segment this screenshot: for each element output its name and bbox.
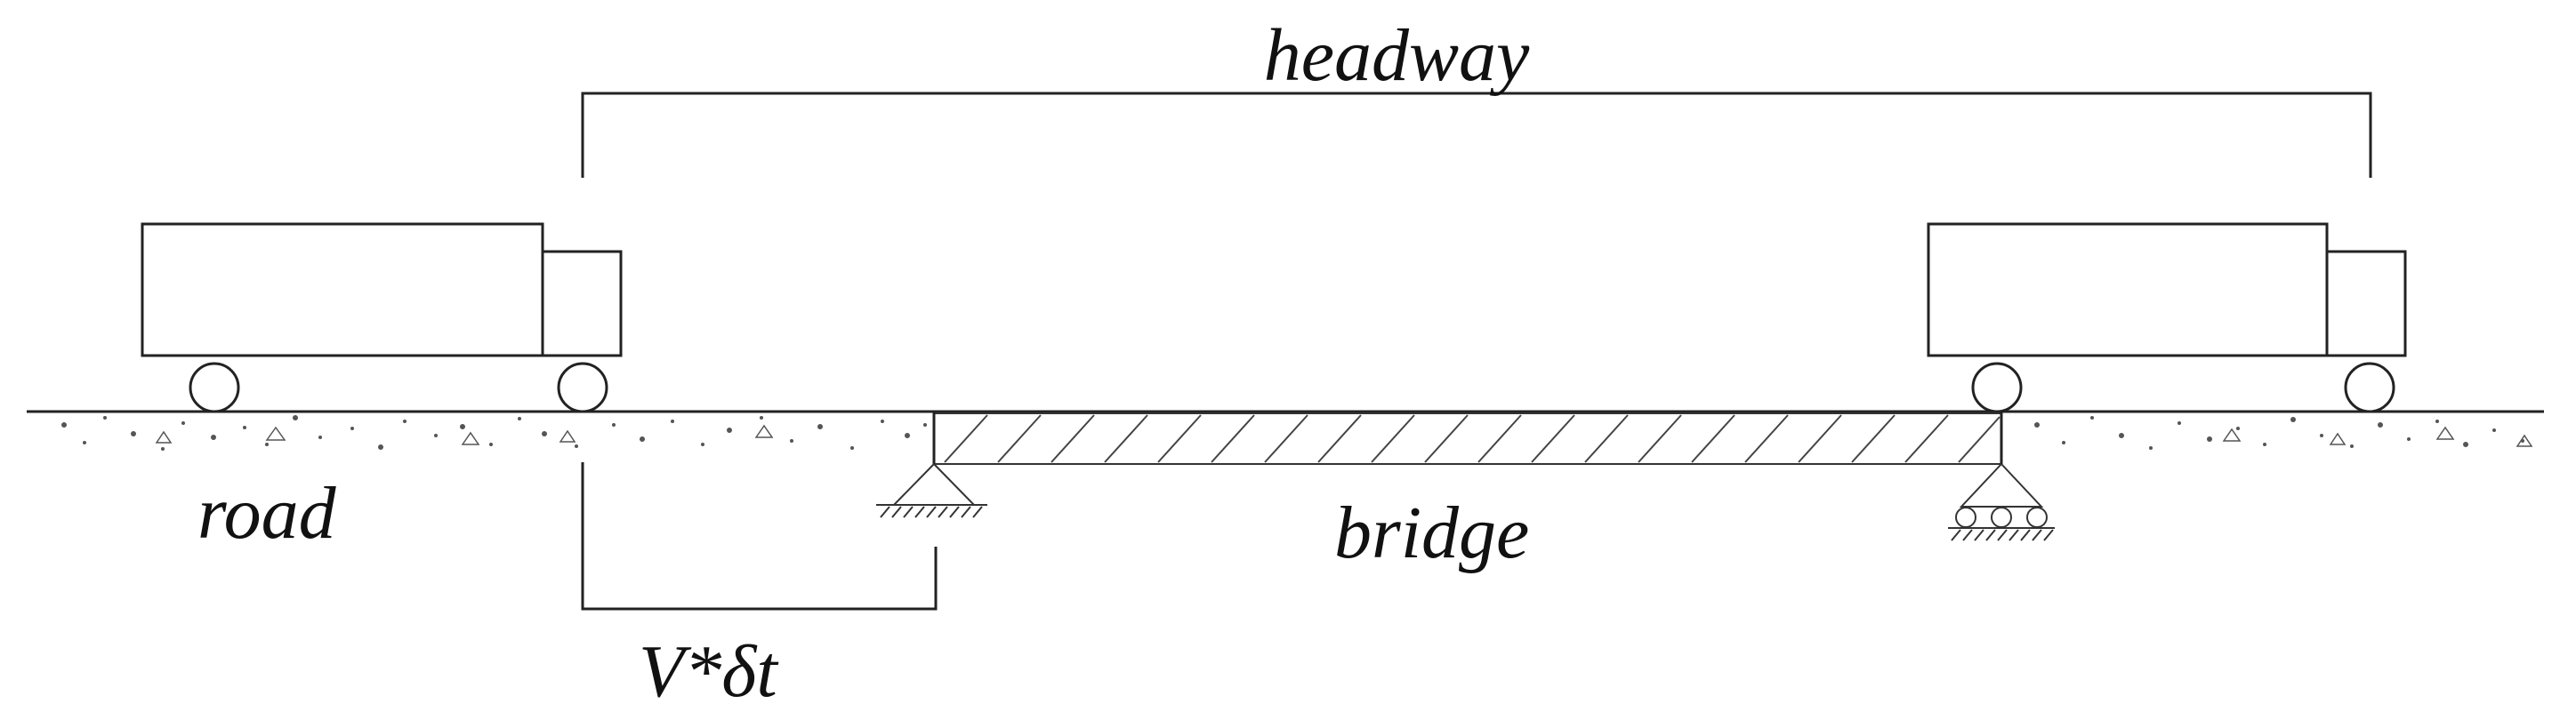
offset-label: V*δt	[639, 630, 779, 713]
pin-support-left	[876, 463, 987, 518]
truck-right-front-wheel	[2344, 362, 2395, 413]
roller-support-right	[1948, 463, 2055, 541]
road-texture-left	[61, 415, 927, 451]
bridge-hatching	[944, 414, 2000, 463]
offset-bracket	[581, 462, 938, 611]
bridge-deck	[932, 412, 2003, 465]
bridge-label: bridge	[1334, 492, 1529, 574]
truck-left-trailer	[141, 222, 544, 357]
truck-right-cab	[2325, 250, 2407, 357]
headway-label: headway	[1264, 14, 1530, 97]
headway-bracket	[581, 92, 2372, 178]
truck-left	[141, 222, 623, 413]
truck-right-rear-wheel	[1971, 362, 2023, 413]
truck-left-rear-wheel	[189, 362, 240, 413]
truck-right	[1927, 222, 2407, 413]
truck-left-cab	[541, 250, 623, 357]
truck-right-trailer	[1927, 222, 2329, 357]
truck-left-front-wheel	[557, 362, 608, 413]
road-texture-right	[2034, 416, 2533, 450]
road-label: road	[197, 472, 337, 555]
